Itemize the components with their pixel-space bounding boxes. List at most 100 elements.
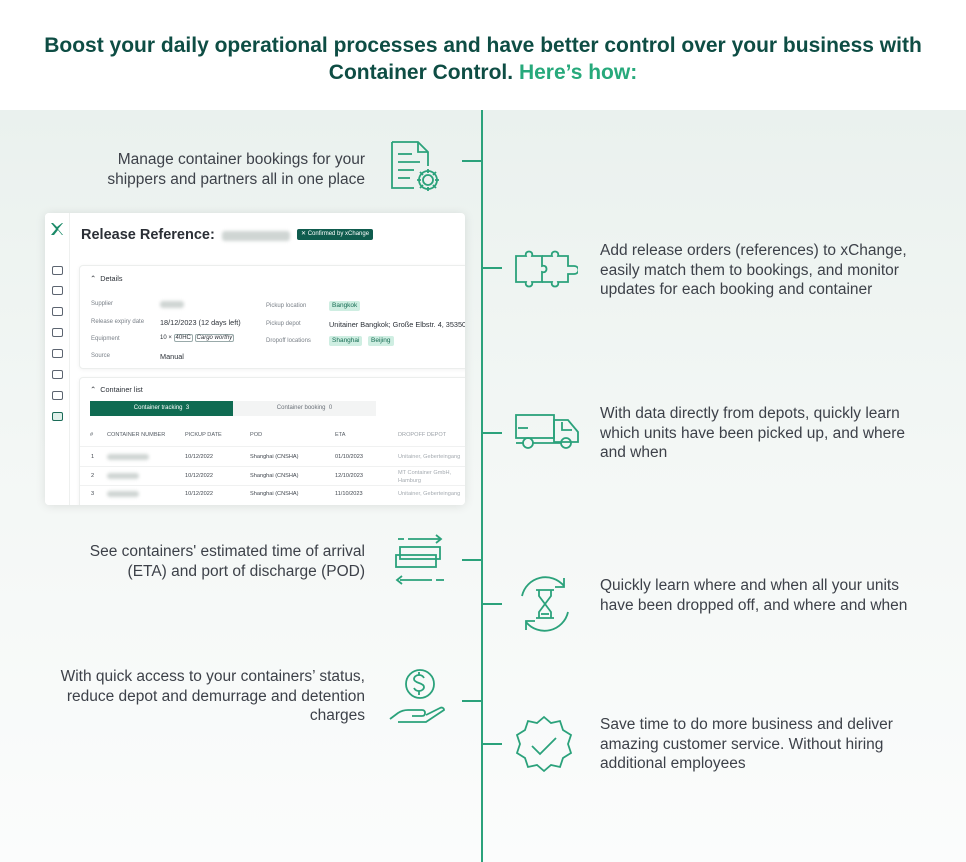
- feature-reduce-charges: With quick access to your containers’ st…: [60, 668, 365, 724]
- timeline-tick: [482, 267, 502, 269]
- equipment-tag: Cargo worthy: [194, 334, 235, 342]
- reference-value-redacted: [222, 231, 290, 241]
- xchange-logo-icon: [50, 222, 64, 241]
- pickup-location-label: Pickup location: [266, 303, 307, 309]
- supplier-label: Supplier: [91, 301, 114, 307]
- dropoff-label: Dropoff locations: [266, 338, 311, 344]
- row-divider: [80, 485, 465, 486]
- equipment-qty: 10 ×: [160, 335, 172, 341]
- pickup-depot-value: Unitainer Bangkok; Große Elbstr. 4, 3535…: [329, 320, 465, 329]
- tab-count: 3: [185, 405, 190, 411]
- hand-dollar-icon: [388, 667, 452, 727]
- row-divider: [80, 466, 465, 467]
- title-main: Boost your daily operational processes a…: [44, 34, 922, 84]
- chevron-up-icon: ⌃: [90, 274, 97, 283]
- confirmed-badge: ✕ Confirmed by xChange: [297, 229, 374, 240]
- row-divider: [80, 446, 465, 447]
- equipment-type: 40HC: [173, 334, 193, 342]
- container-number-redacted: [107, 454, 149, 460]
- details-heading-label: Details: [100, 274, 123, 283]
- truck-icon: [514, 412, 582, 450]
- timeline-tick: [462, 700, 482, 702]
- page-title: Boost your daily operational processes a…: [0, 32, 966, 86]
- eta: 01/10/2023: [335, 454, 363, 460]
- tab-count: 0: [328, 405, 333, 411]
- row-number: 3: [91, 491, 95, 497]
- tab-label: Container tracking: [133, 405, 183, 411]
- container-number-redacted: [107, 491, 139, 497]
- hero-section: Boost your daily operational processes a…: [0, 0, 966, 110]
- sidebar-icon-active[interactable]: [52, 412, 63, 421]
- hourglass-cycle-icon: [514, 574, 576, 634]
- timeline-tick: [482, 743, 502, 745]
- pod: Shanghai (CNSHA): [250, 473, 299, 479]
- pickup-date: 10/12/2022: [185, 473, 213, 479]
- eta: 11/10/2023: [335, 491, 363, 497]
- details-heading[interactable]: ⌃ Details: [90, 274, 123, 283]
- container-list-heading[interactable]: ⌃ Container list: [90, 385, 143, 394]
- tab-label: Container booking: [276, 405, 326, 411]
- pickup-date: 10/12/2022: [185, 454, 213, 460]
- pickup-depot-label: Pickup depot: [266, 321, 301, 327]
- column-header: DROPOFF DEPOT: [398, 432, 447, 438]
- feature-dropped-off: Quickly learn where and when all your un…: [600, 577, 908, 614]
- dropoff-depot: Unitainer, Geberteingang: [398, 454, 461, 460]
- feature-save-time: Save time to do more business and delive…: [600, 716, 893, 772]
- container-number-redacted: [107, 473, 139, 479]
- timeline-line: [481, 110, 483, 862]
- feature-release-orders: Add release orders (references) to xChan…: [600, 242, 907, 298]
- dropoff-depot: Unitainer, Geberteingang: [398, 491, 461, 497]
- pickup-date: 10/12/2022: [185, 491, 213, 497]
- row-number: 2: [91, 473, 95, 479]
- pod: Shanghai (CNSHA): [250, 491, 299, 497]
- dropoff-chip: Beijing: [368, 336, 394, 346]
- feature-eta-pod: See containers' estimated time of arriva…: [89, 543, 365, 580]
- verified-badge-icon: [512, 714, 576, 778]
- tab-container-booking[interactable]: Container booking 0: [233, 401, 376, 416]
- sidebar-icon[interactable]: [52, 286, 63, 295]
- sidebar-icon[interactable]: [52, 370, 63, 379]
- eta: 12/10/2023: [335, 473, 363, 479]
- container-list-heading-label: Container list: [100, 385, 143, 394]
- details-panel: ⌃ Details Supplier Release expiry date 1…: [79, 265, 465, 369]
- feature-depot-data: With data directly from depots, quickly …: [600, 405, 906, 461]
- container-list-panel: ⌃ Container list Container tracking 3 Co…: [79, 377, 465, 505]
- sidebar-icon[interactable]: [52, 349, 63, 358]
- sidebar-icon[interactable]: [52, 328, 63, 337]
- sidebar-icon[interactable]: [52, 391, 63, 400]
- timeline-tick: [462, 160, 482, 162]
- supplier-value-redacted: [160, 301, 184, 308]
- dropoff-depot: MT Container GmbH, Hamburg: [398, 470, 452, 484]
- title-accent: Here’s how:: [518, 61, 638, 84]
- timeline-tick: [482, 432, 502, 434]
- tab-container-tracking[interactable]: Container tracking 3: [90, 401, 233, 416]
- sidebar-icon[interactable]: [52, 266, 63, 275]
- column-header: PICKUP DATE: [185, 432, 222, 438]
- container-tabs: Container tracking 3 Container booking 0: [90, 401, 376, 416]
- container-transfer-icon: [392, 533, 448, 587]
- timeline-tick: [462, 559, 482, 561]
- feature-manage-bookings: Manage container bookings for your shipp…: [107, 151, 365, 188]
- row-number: 1: [91, 454, 95, 460]
- column-header: CONTAINER NUMBER: [107, 432, 166, 438]
- equipment-label: Equipment: [91, 336, 120, 342]
- app-screenshot: Release Reference: ✕ Confirmed by xChang…: [45, 213, 465, 505]
- equipment-value: 10 × 40HC Cargo worthy: [160, 334, 235, 342]
- dropoff-chip: Shanghai: [329, 336, 363, 346]
- sidebar-icon[interactable]: [52, 307, 63, 316]
- timeline-tick: [482, 603, 502, 605]
- expiry-value: 18/12/2023 (12 days left): [160, 318, 241, 327]
- app-sidebar: [45, 213, 70, 505]
- column-header: ETA: [335, 432, 346, 438]
- expiry-label: Release expiry date: [91, 319, 145, 325]
- column-header: POD: [250, 432, 263, 438]
- source-value: Manual: [160, 352, 184, 361]
- release-reference-title: Release Reference:: [81, 227, 215, 243]
- document-gear-icon: [388, 140, 446, 198]
- puzzle-icon: [514, 244, 578, 292]
- pod: Shanghai (CNSHA): [250, 454, 299, 460]
- source-label: Source: [91, 353, 111, 359]
- chevron-up-icon: ⌃: [90, 385, 97, 394]
- column-header: #: [90, 432, 94, 438]
- pickup-location-chip: Bangkok: [329, 301, 361, 311]
